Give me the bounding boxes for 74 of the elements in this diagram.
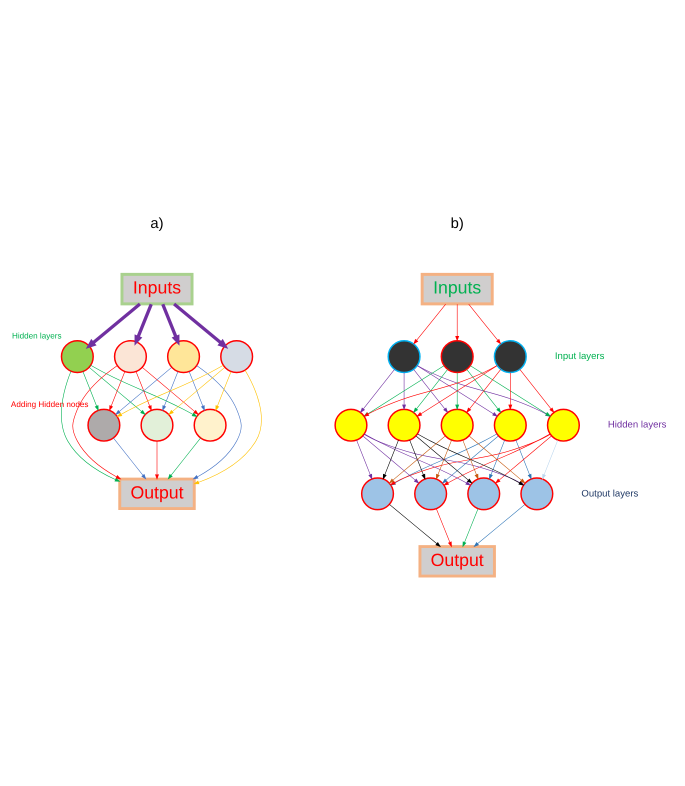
- node-box: Output: [118, 477, 196, 510]
- node-circle: [440, 408, 474, 442]
- arrow: [168, 366, 225, 414]
- arrow: [363, 364, 444, 416]
- arrow: [402, 372, 406, 410]
- arrow: [473, 504, 526, 547]
- arrow: [466, 368, 502, 413]
- node-circle: [60, 340, 94, 373]
- arrow: [86, 302, 141, 348]
- arrow: [469, 435, 526, 484]
- arrow: [215, 370, 232, 411]
- arrow: [362, 435, 420, 484]
- arrow: [382, 439, 399, 480]
- arrow: [462, 508, 478, 547]
- arrow: [388, 435, 446, 484]
- node-circle: [334, 408, 368, 442]
- arrow: [416, 435, 472, 484]
- arrow: [520, 368, 554, 413]
- arrow: [442, 435, 498, 484]
- arrow: [356, 439, 372, 480]
- node-circle: [494, 340, 527, 373]
- node-circle: [388, 340, 421, 373]
- node-circle: [440, 340, 474, 373]
- arrow: [134, 303, 153, 346]
- arrow: [90, 364, 198, 416]
- arrow: [455, 303, 460, 342]
- label: Hidden layers: [608, 419, 666, 430]
- arrow: [516, 439, 532, 480]
- arrow: [109, 370, 126, 411]
- arrow: [542, 439, 558, 480]
- node-circle: [388, 408, 421, 442]
- arrow: [162, 370, 178, 411]
- arrow: [413, 303, 446, 344]
- node-circle: [494, 408, 527, 442]
- arrow: [168, 437, 201, 480]
- arrow: [115, 366, 172, 414]
- label: a): [150, 215, 164, 232]
- arrow: [155, 440, 159, 480]
- arrow: [363, 364, 498, 416]
- label: Input layers: [554, 350, 604, 362]
- arrow: [455, 372, 460, 410]
- arrow: [89, 366, 146, 414]
- label: b): [450, 215, 464, 232]
- arrow: [436, 439, 452, 480]
- arrow: [462, 439, 478, 480]
- arrow: [113, 437, 146, 480]
- arrow: [508, 372, 512, 410]
- arrow: [136, 370, 152, 411]
- arrow: [489, 439, 505, 480]
- node-box: Output: [418, 544, 496, 578]
- arrow: [173, 302, 228, 348]
- arrow: [61, 370, 120, 482]
- arrow: [436, 508, 452, 547]
- label: Output layers: [581, 488, 638, 499]
- arrow: [72, 364, 122, 479]
- arrow: [409, 439, 426, 480]
- arrow: [116, 364, 224, 416]
- node-label: Hidden layers: [12, 330, 62, 340]
- arrow: [360, 368, 395, 413]
- node-circle: [166, 340, 200, 373]
- arrow: [142, 366, 199, 414]
- arrow: [161, 303, 180, 346]
- node-circle: [220, 340, 254, 373]
- node-box: Inputs: [420, 272, 494, 305]
- arrow: [188, 370, 205, 411]
- arrow: [468, 303, 502, 344]
- arrow: [389, 504, 441, 547]
- node-circle: [114, 340, 148, 373]
- arrow: [82, 370, 99, 411]
- arrow: [495, 435, 552, 484]
- node-circle: [546, 408, 580, 442]
- node-box: Inputs: [120, 272, 194, 305]
- arrow: [192, 364, 242, 479]
- arrow: [193, 369, 262, 484]
